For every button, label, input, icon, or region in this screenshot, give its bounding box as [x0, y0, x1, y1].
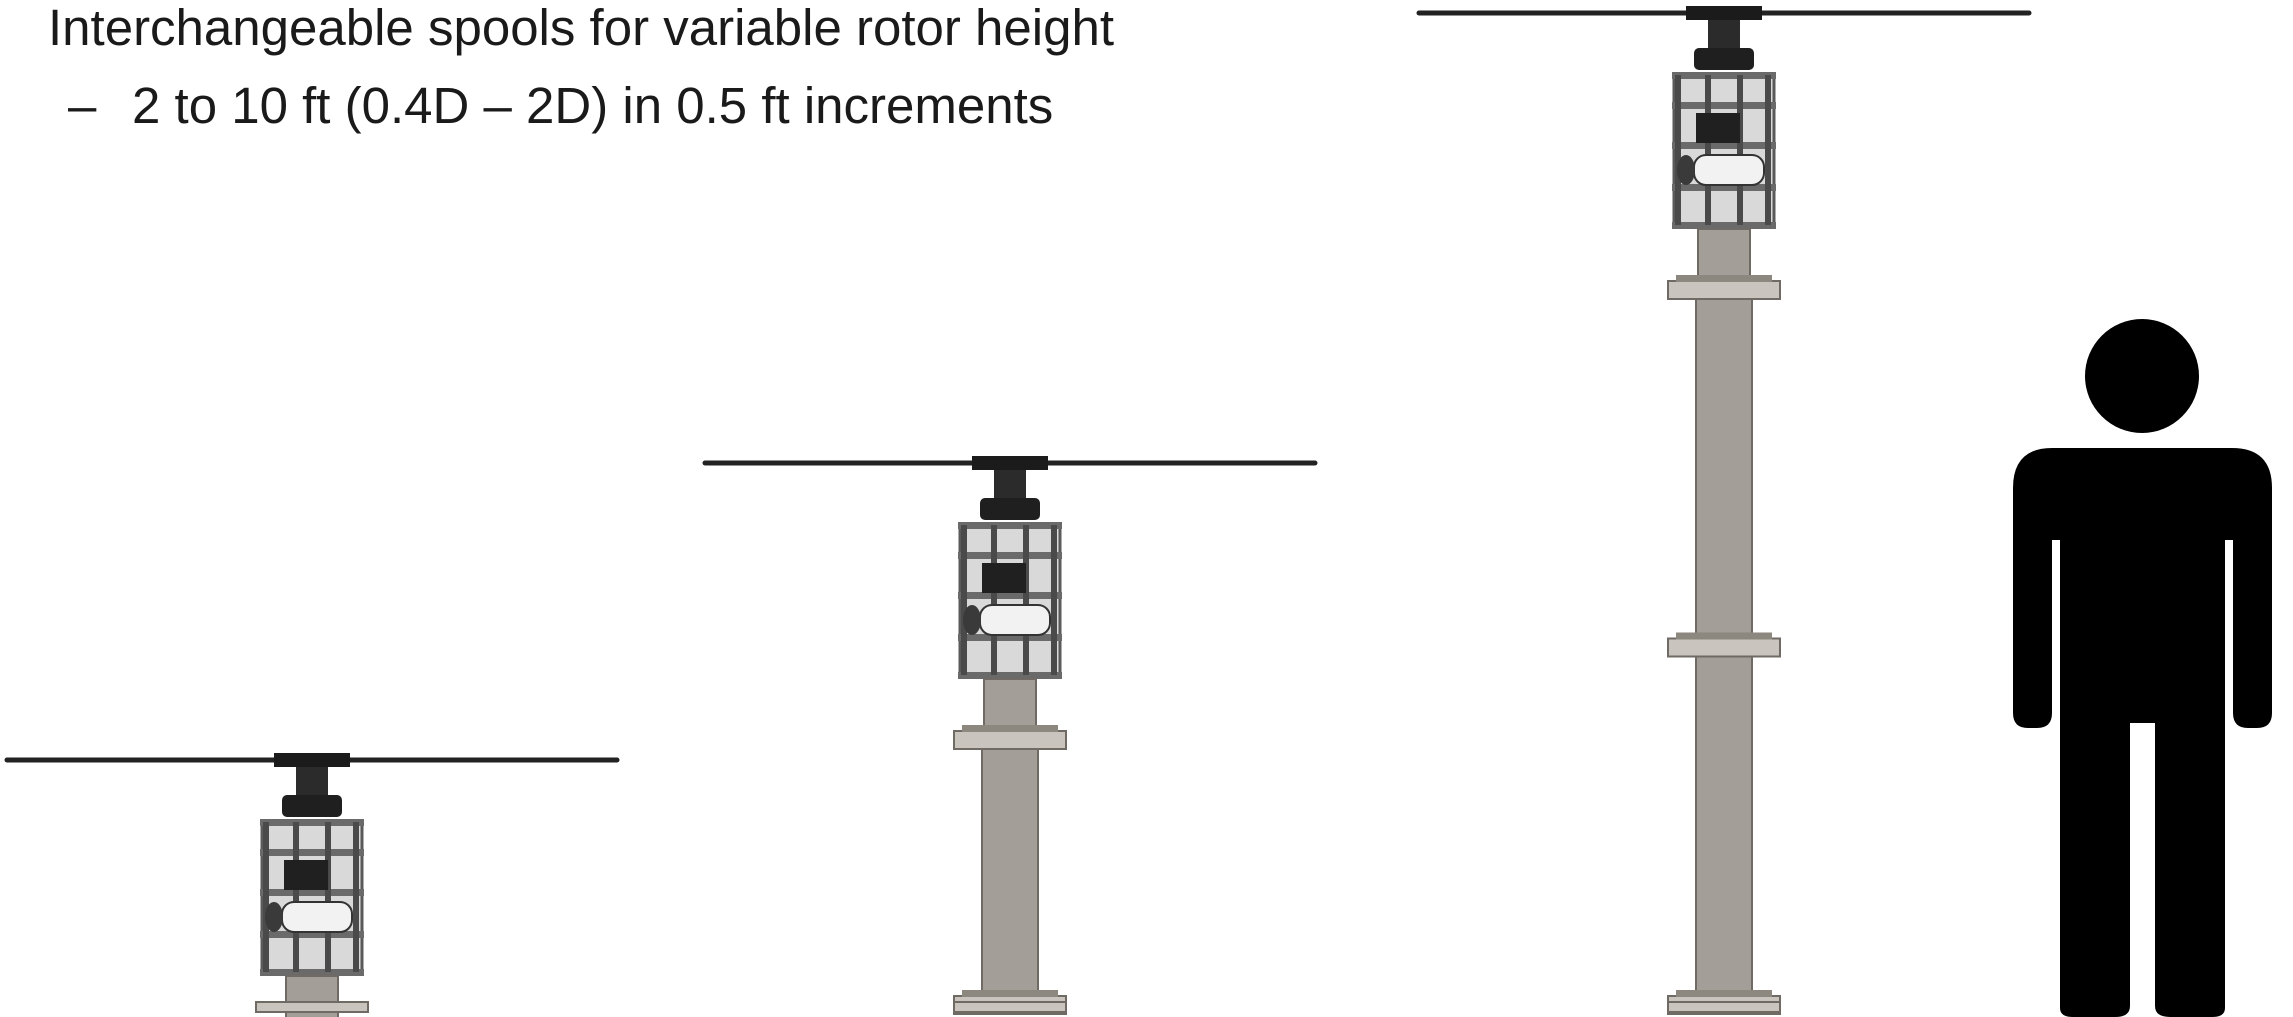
- person-silhouette-icon: [2013, 319, 2272, 1017]
- flange-bolts: [1676, 990, 1772, 997]
- base-plate: [255, 1001, 369, 1013]
- rotor-mast: [1708, 20, 1740, 48]
- frame-post: [961, 525, 967, 675]
- motor-controller: [982, 563, 1026, 593]
- frame-plate: [958, 592, 1062, 599]
- frame-plate: [260, 969, 364, 976]
- spool-section: [1695, 298, 1753, 642]
- person-head: [2085, 319, 2199, 433]
- rotor-hub: [972, 456, 1048, 470]
- frame-plate: [958, 522, 1062, 529]
- motor-frame: [958, 523, 1062, 677]
- spool-flange: [1667, 637, 1781, 658]
- frame-plate: [1672, 72, 1776, 79]
- frame-post: [1765, 75, 1771, 225]
- subpoint-dash: –: [68, 77, 97, 134]
- subpoint-text: 2 to 10 ft (0.4D – 2D) in 0.5 ft increme…: [132, 77, 1054, 134]
- frame-plate: [1672, 102, 1776, 109]
- swashplate: [980, 498, 1040, 520]
- flange-bolts: [962, 725, 1058, 732]
- rotor-hub: [274, 753, 350, 767]
- frame-plate: [260, 889, 364, 896]
- frame-plate: [1672, 184, 1776, 191]
- base-plate: [953, 1001, 1067, 1013]
- frame-post: [293, 822, 299, 972]
- frame-post: [1737, 75, 1743, 225]
- frame-plate: [260, 849, 364, 856]
- base-plate: [1667, 1001, 1781, 1013]
- frame-post: [353, 822, 359, 972]
- frame-plate: [1672, 142, 1776, 149]
- frame-plate: [958, 672, 1062, 679]
- frame-post: [1705, 75, 1711, 225]
- frame-post: [263, 822, 269, 972]
- motor-mount: [265, 902, 283, 932]
- motor-mount: [1677, 155, 1695, 185]
- spool-section: [1695, 655, 1753, 999]
- frame-plate: [260, 931, 364, 938]
- frame-plate: [1672, 222, 1776, 229]
- frame-post: [1675, 75, 1681, 225]
- flange-bolts: [962, 990, 1058, 997]
- motor-controller: [284, 860, 328, 890]
- spool-flange: [1667, 280, 1781, 300]
- swashplate: [282, 795, 342, 817]
- rotor-hub: [1686, 6, 1762, 20]
- swashplate: [1694, 48, 1754, 70]
- frame-plate: [260, 819, 364, 826]
- person-body: [2013, 448, 2272, 1017]
- frame-post: [1023, 525, 1029, 675]
- motor-controller: [1696, 113, 1740, 143]
- spool-section: [981, 748, 1039, 999]
- frame-plate: [958, 634, 1062, 641]
- frame-post: [991, 525, 997, 675]
- motor-frame: [1672, 73, 1776, 227]
- slide-subpoint: –2 to 10 ft (0.4D – 2D) in 0.5 ft increm…: [68, 80, 1053, 131]
- rotor-mast: [296, 767, 328, 795]
- frame-plate: [958, 552, 1062, 559]
- motor-mount: [963, 605, 981, 635]
- motor: [1693, 154, 1765, 186]
- rotor-mast: [994, 470, 1026, 498]
- frame-post: [1051, 525, 1057, 675]
- flange-bolts: [1676, 632, 1772, 640]
- slide-heading: Interchangeable spools for variable roto…: [48, 0, 1114, 56]
- frame-post: [325, 822, 331, 972]
- flange-bolts: [1676, 275, 1772, 282]
